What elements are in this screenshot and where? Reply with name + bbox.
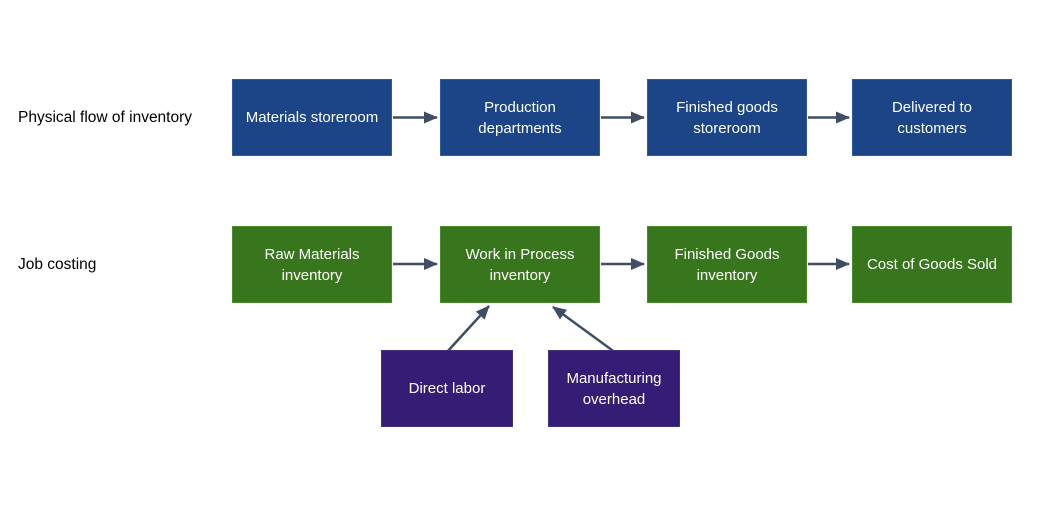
- box-label: Work in Process inventory: [465, 245, 575, 284]
- box-label: Delivered to customers: [891, 98, 973, 137]
- box-label: Raw Materials inventory: [264, 245, 360, 284]
- box-direct-labor: Direct labor: [381, 350, 513, 427]
- arrow-overhead-to-wip: [552, 305, 617, 355]
- row-label-job-costing: Job costing: [18, 256, 97, 273]
- box-label: Finished goods storeroom: [676, 98, 778, 137]
- box-production-departments: Production departments: [440, 79, 600, 156]
- box-manufacturing-overhead: Manufacturing overhead: [548, 350, 680, 427]
- box-label: Production departments: [478, 98, 562, 137]
- box-label: Direct labor: [408, 380, 486, 397]
- box-finished-goods-inventory: Finished Goods inventory: [647, 226, 807, 303]
- arrow-direct-labor-to-wip: [446, 305, 490, 353]
- box-delivered-to-customers: Delivered to customers: [852, 79, 1012, 156]
- box-label: Materials storeroom: [245, 109, 379, 126]
- box-label: Finished Goods inventory: [674, 245, 780, 284]
- box-raw-materials-inventory: Raw Materials inventory: [232, 226, 392, 303]
- row-label-physical-flow: Physical flow of inventory: [18, 109, 193, 126]
- box-cost-of-goods-sold: Cost of Goods Sold: [852, 226, 1012, 303]
- box-finished-goods-storeroom: Finished goods storeroom: [647, 79, 807, 156]
- box-label: Manufacturing overhead: [566, 369, 662, 408]
- box-work-in-process-inventory: Work in Process inventory: [440, 226, 600, 303]
- box-label: Cost of Goods Sold: [866, 256, 998, 273]
- box-materials-storeroom: Materials storeroom: [232, 79, 392, 156]
